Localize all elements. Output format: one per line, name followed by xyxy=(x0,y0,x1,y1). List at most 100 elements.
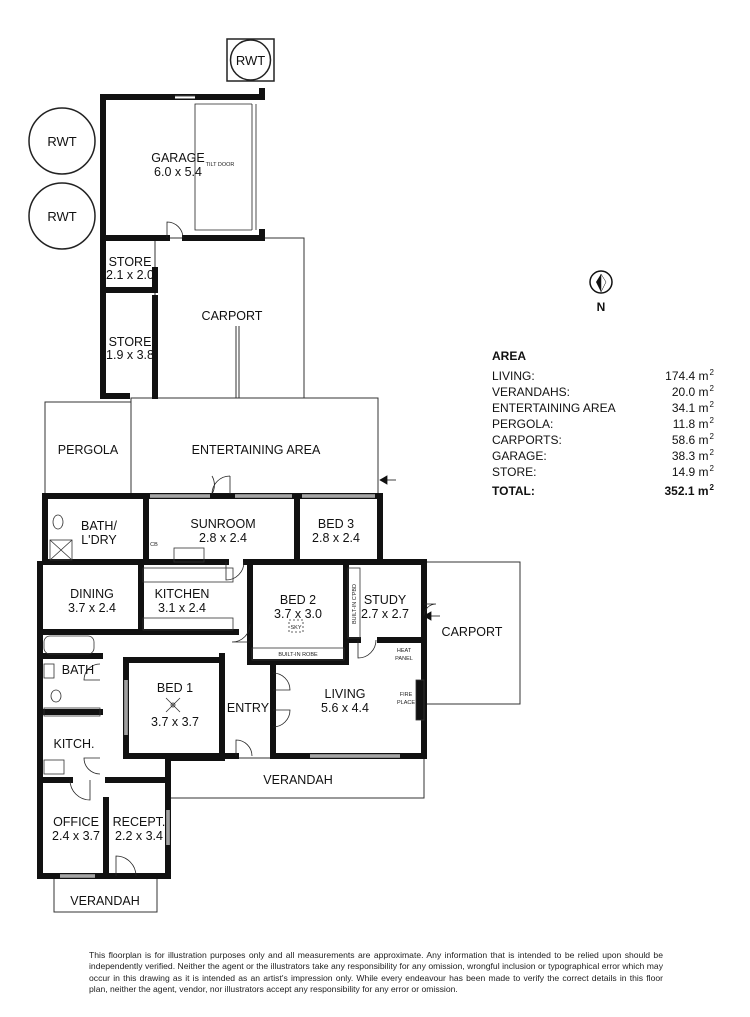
study-arrow-head xyxy=(423,611,432,621)
kitch-door-swing xyxy=(83,757,101,775)
carport-main-name: CARPORT xyxy=(202,309,263,323)
area-row-label: PERGOLA: xyxy=(492,417,554,431)
office-size: 2.4 x 3.7 xyxy=(52,829,100,843)
office-door-swing xyxy=(69,779,91,801)
area-row: STORE:14.9 m2 xyxy=(492,464,714,480)
area-row-value: 34.1 m2 xyxy=(671,400,714,416)
fireplace-note-1: FIRE xyxy=(400,692,413,698)
area-total-value: 352.1 m2 xyxy=(664,483,715,499)
verandah-front-name: VERANDAH xyxy=(70,894,139,908)
carport-side-name: CARPORT xyxy=(442,625,503,639)
bed2-name: BED 2 xyxy=(280,593,316,607)
verandah-main-name: VERANDAH xyxy=(263,773,332,787)
sunroom-bench xyxy=(173,547,205,563)
living-door-swing-2 xyxy=(272,709,291,728)
entertaining-door-swing xyxy=(211,475,231,495)
heat-panel-note-2: PANEL xyxy=(395,656,413,662)
area-row: VERANDAHS: 20.0 m2 xyxy=(492,384,714,400)
area-row-value: 20.0 m2 xyxy=(671,384,714,400)
fan-b xyxy=(165,697,181,713)
shower-x2 xyxy=(49,539,73,561)
area-row: ENTERTAINING AREA 34.1 m2 xyxy=(492,400,714,416)
entry-arrow-head xyxy=(379,475,388,485)
area-row-label: ENTERTAINING AREA xyxy=(492,401,616,415)
bed2-size: 3.7 x 3.0 xyxy=(274,607,322,621)
laundry-toilet xyxy=(52,514,64,530)
north-arrow: N xyxy=(587,268,615,319)
sunroom-name: SUNROOM xyxy=(190,517,255,531)
bed3-name: BED 3 xyxy=(318,517,354,531)
office-name: OFFICE xyxy=(53,815,99,829)
rwt-label-2: RWT xyxy=(47,209,76,224)
rwt-label-1: RWT xyxy=(47,134,76,149)
recept-name: RECEPT. xyxy=(113,815,166,829)
sunroom-size: 2.8 x 2.4 xyxy=(199,531,247,545)
kitchen-door-swing xyxy=(225,561,245,581)
disclaimer: This floorplan is for illustration purpo… xyxy=(89,950,663,994)
store-lower-name: STORE xyxy=(109,335,152,349)
kitchen-size: 3.1 x 2.4 xyxy=(158,601,206,615)
bed1-size: 3.7 x 3.7 xyxy=(151,715,199,729)
entry-name: ENTRY xyxy=(227,701,270,715)
bed2-door-swing xyxy=(231,623,251,643)
store-upper-walls xyxy=(100,235,158,293)
area-total-label: TOTAL: xyxy=(492,484,535,498)
kitchen-bench-bottom xyxy=(142,617,234,631)
area-row-label: VERANDAHS: xyxy=(492,385,571,399)
cpbd xyxy=(347,567,361,639)
north-label: N xyxy=(596,300,606,314)
area-row-label: GARAGE: xyxy=(492,449,547,463)
area-row-label: STORE: xyxy=(492,465,537,479)
sky-light xyxy=(288,619,304,633)
fireplace xyxy=(415,679,425,721)
area-row-value: 174.4 m2 xyxy=(665,368,714,384)
front-door-swing xyxy=(115,855,137,877)
area-row-value: 11.8 m2 xyxy=(672,416,714,432)
area-title: AREA xyxy=(492,349,527,363)
garage-name: GARAGE xyxy=(151,151,205,165)
study-ext-door-swing xyxy=(423,603,437,617)
robe xyxy=(251,647,345,661)
rear-wall xyxy=(42,493,383,565)
area-total-row: TOTAL: 352.1 m2 xyxy=(492,483,714,499)
area-row: GARAGE: 38.3 m2 xyxy=(492,448,714,464)
bath-laundry-line2: L'DRY xyxy=(81,533,117,547)
area-row: LIVING: 174.4 m2 xyxy=(492,368,714,384)
area-row-value: 38.3 m2 xyxy=(671,448,714,464)
area-row-value: 58.6 m2 xyxy=(671,432,714,448)
area-row-label: CARPORTS: xyxy=(492,433,562,447)
garage-walls xyxy=(100,88,265,241)
bed1-name: BED 1 xyxy=(157,681,193,695)
area-row-label: LIVING: xyxy=(492,369,535,383)
bed3-size: 2.8 x 2.4 xyxy=(312,531,360,545)
heat-panel-note-1: HEAT xyxy=(397,648,412,654)
bath-laundry-line1: BATH/ xyxy=(81,519,117,533)
bath-name: BATH xyxy=(62,663,94,677)
store-upper-name: STORE xyxy=(109,255,152,269)
bed2-sky-note: SKY xyxy=(290,625,301,631)
kitch-sink xyxy=(43,759,65,775)
bath-toilet xyxy=(50,689,62,703)
tilt-door-swing xyxy=(194,103,252,231)
compass-icon xyxy=(589,270,613,294)
garage-wall-right xyxy=(182,229,265,241)
garage-door-swing xyxy=(166,221,184,239)
entertaining-name: ENTERTAINING AREA xyxy=(192,443,321,457)
tilt-door-note: TILT DOOR xyxy=(206,162,235,168)
fan-hub xyxy=(170,702,176,708)
bed2-walls xyxy=(247,563,349,665)
study-name: STUDY xyxy=(364,593,407,607)
corridor-box xyxy=(43,707,101,717)
living-name: LIVING xyxy=(325,687,366,701)
area-row: CARPORTS: 58.6 m2 xyxy=(492,432,714,448)
living-size: 5.6 x 4.4 xyxy=(321,701,369,715)
store-lower-size: 1.9 x 3.8 xyxy=(106,348,154,362)
fireplace-note-2: PLACE xyxy=(397,700,415,706)
dining-name: DINING xyxy=(70,587,114,601)
area-row: PERGOLA: 11.8 m2 xyxy=(492,416,714,432)
kitchen-bench-top xyxy=(142,567,234,583)
study-cpbd-note: BUILT-IN C'PBD xyxy=(352,584,358,624)
